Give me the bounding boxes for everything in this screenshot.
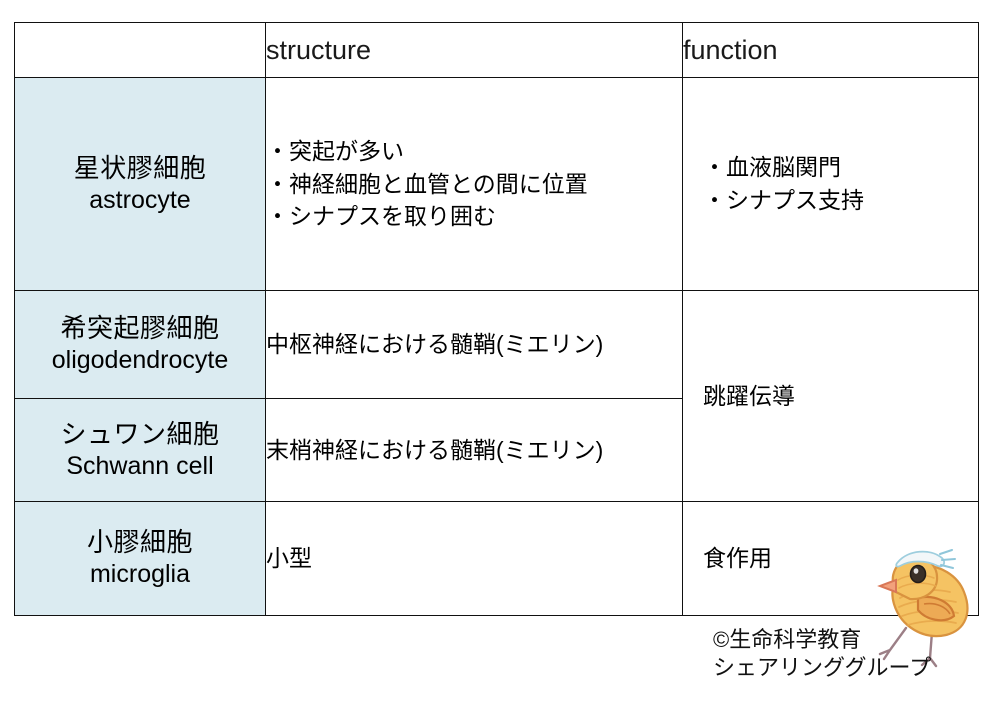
cell-structure-oligodendrocyte: 中枢神経における髄鞘(ミエリン) — [265, 290, 683, 399]
cell-name-microglia: 小膠細胞 microglia — [14, 501, 266, 616]
function-text: 跳躍伝導 — [703, 382, 795, 409]
cell-name-schwann-cell: シュワン細胞 Schwann cell — [14, 398, 266, 502]
name-jp-oligodendrocyte: 希突起膠細胞 — [60, 313, 220, 344]
header-cell-structure: structure — [265, 22, 683, 78]
cell-name-astrocyte: 星状膠細胞 astrocyte — [14, 77, 266, 291]
function-list-astrocyte: ・血液脳関門 ・シナプス支持 — [703, 151, 978, 216]
name-en-schwann-cell: Schwann cell — [66, 451, 214, 480]
table-row-schwann-cell: シュワン細胞 Schwann cell 末梢神経における髄鞘(ミエリン) — [14, 398, 979, 502]
list-item: ・神経細胞と血管との間に位置 — [266, 170, 588, 197]
cell-function-saltatory-conduction: 跳躍伝導 — [682, 290, 979, 502]
table-row-microglia: 小膠細胞 microglia 小型 食作用 — [14, 501, 979, 616]
structure-text: 末梢神経における髄鞘(ミエリン) — [266, 436, 604, 463]
name-en-microglia: microglia — [89, 560, 191, 589]
cell-function-microglia: 食作用 — [682, 501, 979, 616]
list-item: ・シナプスを取り囲む — [266, 203, 496, 230]
name-en-astrocyte: astrocyte — [89, 185, 191, 214]
structure-list-astrocyte: ・突起が多い ・神経細胞と血管との間に位置 ・シナプスを取り囲む — [266, 135, 682, 233]
structure-text: 中枢神経における髄鞘(ミエリン) — [266, 331, 604, 358]
list-item: ・突起が多い — [266, 138, 404, 165]
table-header-row: structure function — [14, 22, 979, 78]
cell-structure-microglia: 小型 — [265, 501, 683, 616]
credit-line-1: ©生命科学教育 — [713, 627, 862, 652]
name-jp-astrocyte: 星状膠細胞 — [73, 152, 207, 183]
table-row-oligodendrocyte: 希突起膠細胞 oligodendrocyte 中枢神経における髄鞘(ミエリン) … — [14, 290, 979, 502]
cell-name-oligodendrocyte: 希突起膠細胞 oligodendrocyte — [14, 290, 266, 399]
credit-line-2: シェアリンググループ — [713, 655, 932, 681]
cell-structure-schwann-cell: 末梢神経における髄鞘(ミエリン) — [265, 398, 683, 502]
header-cell-blank — [14, 22, 266, 78]
table-row-astrocyte: 星状膠細胞 astrocyte ・突起が多い ・神経細胞と血管との間に位置 ・シ… — [14, 77, 979, 291]
name-en-oligodendrocyte: oligodendrocyte — [51, 346, 229, 375]
list-item: ・シナプス支持 — [703, 187, 864, 213]
copyright-credit: ©生命科学教育 シェアリンググループ — [713, 626, 981, 682]
cell-function-astrocyte: ・血液脳関門 ・シナプス支持 — [682, 77, 979, 291]
name-jp-microglia: 小膠細胞 — [86, 527, 193, 558]
name-jp-schwann-cell: シュワン細胞 — [60, 418, 220, 449]
cell-structure-astrocyte: ・突起が多い ・神経細胞と血管との間に位置 ・シナプスを取り囲む — [265, 77, 683, 291]
structure-text: 小型 — [266, 545, 312, 572]
header-cell-function: function — [682, 22, 979, 78]
list-item: ・血液脳関門 — [703, 154, 841, 181]
glia-cell-comparison-table: structure function 星状膠細胞 astrocyte ・突起が多… — [14, 22, 979, 616]
function-text: 食作用 — [703, 545, 772, 572]
